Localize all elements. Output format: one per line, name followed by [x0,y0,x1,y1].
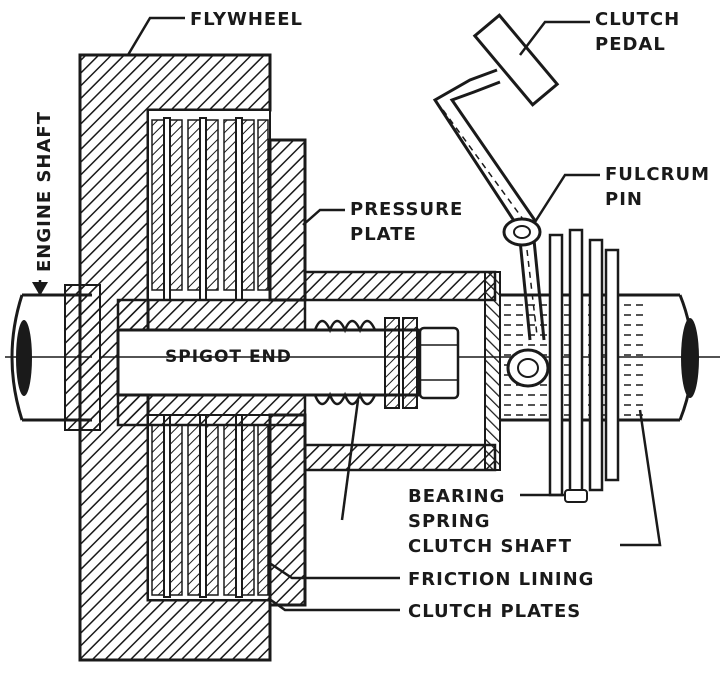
clutch-hub [116,270,501,472]
spigot-end [100,328,720,397]
label-fulcrum-pin-1: FULCRUM [605,164,710,185]
label-pressure-plate-2: PLATE [350,224,417,245]
clutch-pedal-pad [472,13,560,107]
label-clutch-pedal-2: PEDAL [595,34,666,55]
clutch-plates-upper [147,109,271,301]
label-clutch-shaft: CLUTCH SHAFT [408,536,572,557]
clutch-plates-lower [147,414,271,601]
label-bearing: BEARING [408,486,505,507]
clutch-pedal-lever [432,68,546,341]
label-pressure-plate-1: PRESSURE [350,199,463,220]
label-friction-lining: FRICTION LINING [408,569,594,590]
label-engine-shaft: ENGINE SHAFT [34,111,55,272]
lever-pin [506,348,550,388]
fulcrum-pin [502,217,542,247]
label-clutch-pedal-1: CLUTCH [595,9,680,30]
spring [313,319,377,406]
label-fulcrum-pin-2: PIN [605,189,643,210]
label-clutch-plates: CLUTCH PLATES [408,601,581,622]
leader-lines [32,16,662,612]
flywheel [64,53,272,662]
nut-washer [384,317,460,409]
label-flywheel: FLYWHEEL [190,9,303,30]
label-spring: SPRING [408,511,491,532]
label-spigot-end: SPIGOT END [165,347,292,367]
